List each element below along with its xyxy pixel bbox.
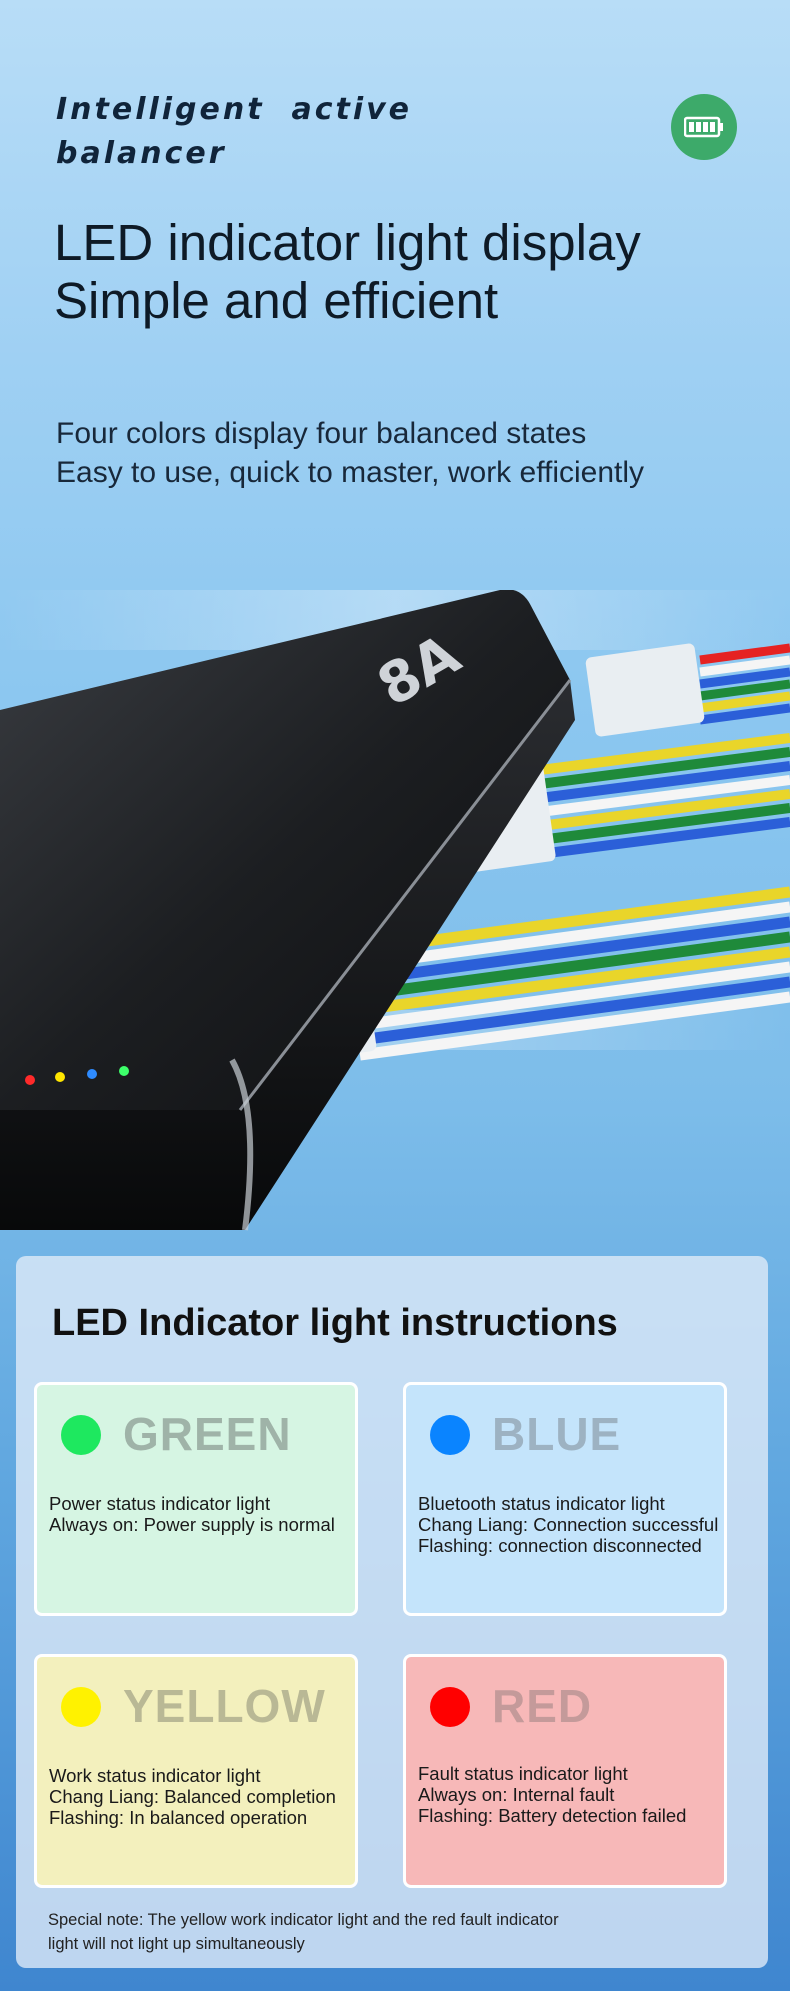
card-line-2: Chang Liang: Balanced completion	[49, 1786, 336, 1807]
led-row	[25, 1066, 129, 1085]
headline: LED indicator light display Simple and e…	[54, 214, 754, 330]
led-yellow	[55, 1072, 65, 1082]
card-description: Power status indicator light Always on: …	[49, 1493, 335, 1535]
special-note: Special note: The yellow work indicator …	[48, 1908, 668, 1956]
card-green: GREEN Power status indicator light Alway…	[34, 1382, 358, 1616]
card-line-3: Flashing: connection disconnected	[418, 1535, 702, 1556]
card-line-1: Fault status indicator light	[418, 1763, 628, 1784]
card-red: RED Fault status indicator light Always …	[403, 1654, 727, 1888]
card-yellow: YELLOW Work status indicator light Chang…	[34, 1654, 358, 1888]
card-line-3: Flashing: In balanced operation	[49, 1807, 308, 1828]
instructions-title: LED Indicator light instructions	[52, 1302, 618, 1344]
card-color-name: BLUE	[492, 1408, 622, 1460]
card-color-name: RED	[492, 1680, 593, 1732]
led-blue	[87, 1069, 97, 1079]
card-line-2: Always on: Power supply is normal	[49, 1514, 335, 1535]
subheadline-line-1: Four colors display four balanced states	[56, 417, 587, 450]
led-green	[119, 1066, 129, 1076]
card-description: Fault status indicator light Always on: …	[418, 1763, 686, 1826]
subheadline-line-2: Easy to use, quick to master, work effic…	[56, 456, 645, 489]
note-line-2: light will not light up simultaneously	[48, 1935, 305, 1953]
red-dot-icon	[430, 1687, 470, 1727]
card-line-1: Bluetooth status indicator light	[418, 1493, 665, 1514]
card-color-name: YELLOW	[123, 1680, 326, 1732]
card-line-3: Flashing: Battery detection failed	[418, 1805, 687, 1826]
note-line-1: Special note: The yellow work indicator …	[48, 1911, 559, 1929]
headline-line-2: Simple and efficient	[54, 272, 499, 329]
led-red	[25, 1075, 35, 1085]
headline-line-1: LED indicator light display	[54, 214, 641, 271]
card-line-2: Chang Liang: Connection successful	[418, 1514, 719, 1535]
card-line-1: Work status indicator light	[49, 1765, 261, 1786]
card-description: Bluetooth status indicator light Chang L…	[418, 1493, 718, 1556]
brand-line-1: Intelligent active	[56, 92, 413, 127]
brand-line-2: balancer	[56, 136, 227, 171]
subheadline: Four colors display four balanced states…	[56, 414, 756, 492]
green-dot-icon	[61, 1415, 101, 1455]
blue-dot-icon	[430, 1415, 470, 1455]
brand-title: Intelligent active balancer	[56, 88, 476, 176]
card-line-1: Power status indicator light	[49, 1493, 271, 1514]
wire-bundle	[359, 643, 790, 1061]
product-illustration: 8A	[0, 590, 790, 1231]
card-line-2: Always on: Internal fault	[418, 1784, 615, 1805]
battery-badge	[671, 94, 737, 160]
balancer-box: 8A	[0, 590, 575, 1231]
card-description: Work status indicator light Chang Liang:…	[49, 1765, 336, 1828]
battery-icon	[684, 116, 723, 138]
card-blue: BLUE Bluetooth status indicator light Ch…	[403, 1382, 727, 1616]
yellow-dot-icon	[61, 1687, 101, 1727]
card-color-name: GREEN	[123, 1408, 292, 1460]
